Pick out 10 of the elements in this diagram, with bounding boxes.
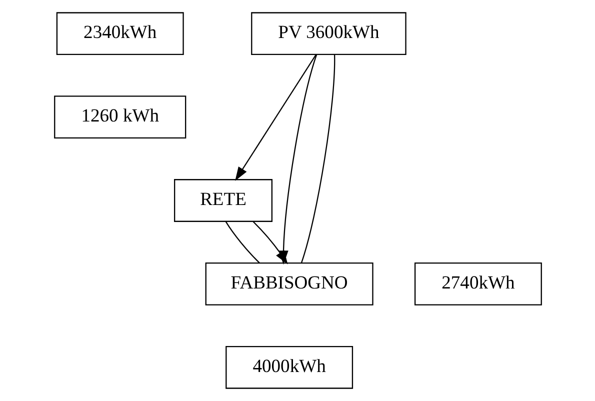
node-box: PV 3600kWh xyxy=(250,12,406,56)
connector xyxy=(300,54,335,263)
connector xyxy=(224,221,260,264)
node-box: 4000kWh xyxy=(225,346,353,389)
node-box: 1260 kWh xyxy=(54,96,186,138)
arrow xyxy=(234,54,316,181)
node-box: 2340kWh xyxy=(56,12,184,56)
node-box: FABBISOGNO xyxy=(204,262,373,306)
node-box: 2740kWh xyxy=(414,262,542,306)
node-box: RETE xyxy=(174,179,272,222)
